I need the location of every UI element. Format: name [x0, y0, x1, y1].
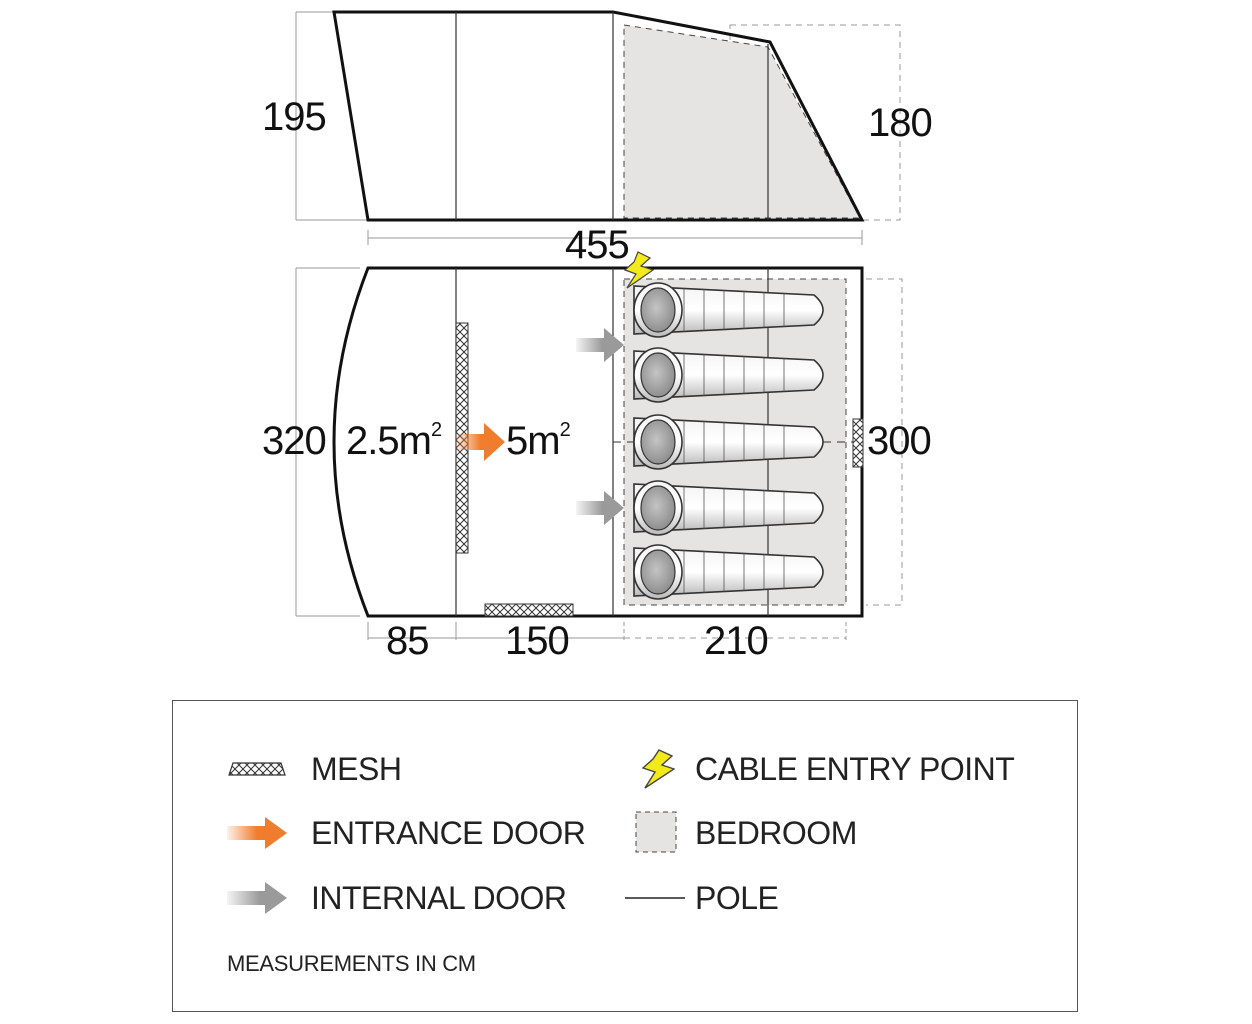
section-b-label: 150 [505, 619, 569, 663]
living-area-value: 5m [506, 419, 560, 463]
bedroom-legend-icon [635, 811, 677, 853]
legend-internal-door-label: INTERNAL DOOR [311, 880, 567, 916]
legend-mesh: MESH [311, 751, 402, 788]
legend-bedroom-label: BEDROOM [695, 815, 857, 851]
section-c-label: 210 [704, 619, 768, 663]
entrance-door-arrow [456, 423, 505, 461]
legend-cable-entry: CABLE ENTRY POINT [695, 751, 1015, 788]
porch-area-label: 2.5m2 [346, 419, 442, 463]
plan-view [295, 251, 903, 618]
legend-box: MESH ENTRANCE DOOR INTERNAL DOOR CABLE E… [172, 700, 1078, 1012]
pole-legend-icon [625, 897, 685, 899]
living-area-label: 5m2 [506, 419, 571, 463]
section-a-label: 85 [386, 619, 429, 663]
legend-pole-label: POLE [695, 880, 779, 916]
internal-door-arrow [576, 491, 624, 525]
section-dimensions [367, 622, 847, 640]
height-left-label: 195 [262, 95, 326, 139]
length-total-label: 455 [565, 223, 629, 267]
entrance-door-legend-icon [227, 817, 287, 849]
mesh-panel-floor [484, 603, 574, 617]
porch-area-value: 2.5m [346, 419, 431, 463]
legend-entrance-door-label: ENTRANCE DOOR [311, 815, 586, 851]
legend-internal-door: INTERNAL DOOR [311, 880, 567, 917]
legend-bedroom: BEDROOM [695, 815, 857, 852]
length-dimension [367, 230, 863, 245]
legend-pole: POLE [695, 880, 779, 917]
legend-cable-entry-label: CABLE ENTRY POINT [695, 751, 1015, 787]
tent-floorplan-diagram: 195 180 455 320 300 85 150 210 2.5m2 5m2 [262, 10, 933, 663]
cable-entry-legend-icon [641, 749, 675, 789]
porch-area-sup: 2 [431, 419, 442, 441]
width-left-label: 320 [262, 419, 326, 463]
measurements-note: MEASUREMENTS IN CM [227, 951, 476, 976]
internal-door-arrow [576, 328, 624, 362]
height-right-label: 180 [868, 101, 932, 145]
mesh-panel-rear [852, 418, 864, 468]
side-elevation [295, 10, 901, 222]
cable-entry-icon [623, 251, 655, 289]
legend-entrance-door: ENTRANCE DOOR [311, 815, 586, 852]
width-right-label: 300 [867, 419, 931, 463]
mesh-legend-icon [228, 762, 286, 776]
living-area-sup: 2 [560, 419, 571, 441]
legend-mesh-label: MESH [311, 751, 402, 787]
internal-door-legend-icon [227, 882, 287, 914]
